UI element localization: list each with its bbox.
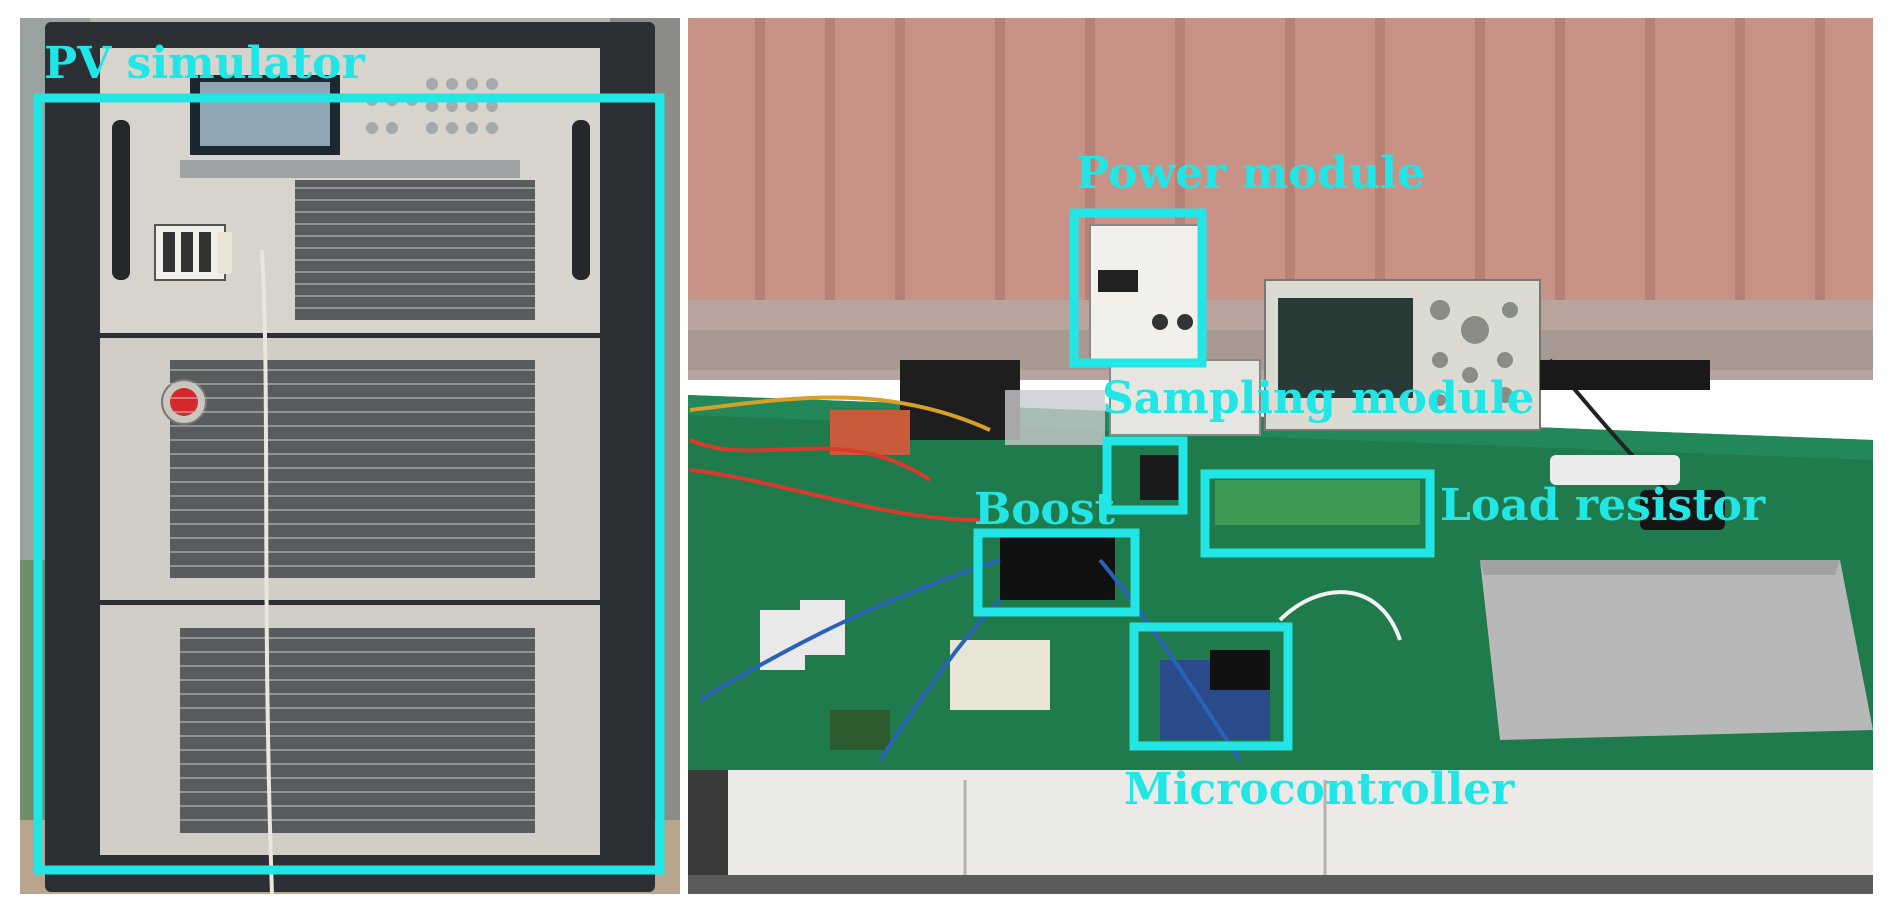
boost-box bbox=[973, 528, 1140, 617]
annotation-labels: PV simulator Power module Sampling modul… bbox=[44, 38, 1766, 815]
pv-simulator-label: PV simulator bbox=[44, 38, 365, 89]
sampling-module-label: Sampling module bbox=[1102, 373, 1534, 424]
photo-left bbox=[20, 18, 680, 921]
power-module-box bbox=[1069, 208, 1207, 368]
load-resistor-label: Load resistor bbox=[1440, 480, 1766, 531]
microcontroller-label: Microcontroller bbox=[1124, 764, 1515, 815]
microcontroller-box bbox=[1129, 622, 1293, 751]
power-module-label: Power module bbox=[1076, 148, 1425, 199]
load-resistor-box bbox=[1200, 469, 1435, 558]
sampling-module-box bbox=[1102, 436, 1188, 515]
pv-simulator-box bbox=[33, 93, 665, 875]
photo-right bbox=[688, 18, 1873, 894]
boost-label: Boost bbox=[974, 484, 1116, 535]
annotation-boxes bbox=[33, 93, 1435, 875]
